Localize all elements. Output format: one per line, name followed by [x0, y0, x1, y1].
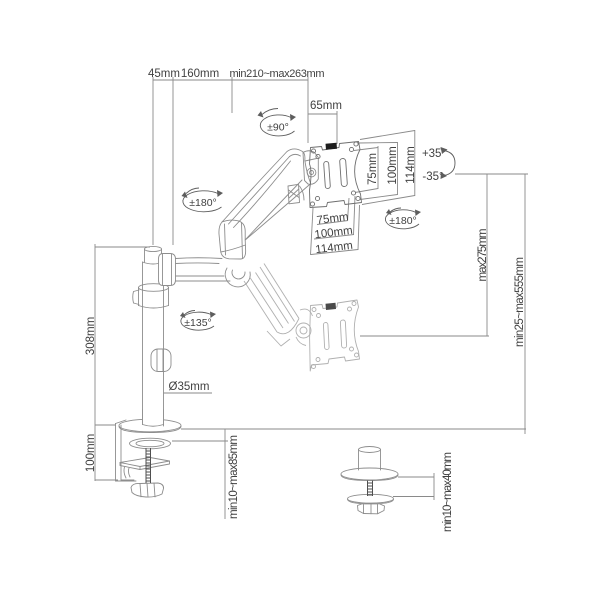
svg-text:min10~max85mm: min10~max85mm — [228, 435, 240, 519]
svg-text:75mm: 75mm — [367, 153, 379, 185]
svg-text:±180°: ±180° — [189, 197, 216, 209]
svg-text:308mm: 308mm — [85, 317, 97, 355]
svg-text:-35°: -35° — [422, 171, 443, 183]
svg-text:65mm: 65mm — [310, 100, 342, 112]
svg-text:max275mm: max275mm — [477, 229, 489, 282]
svg-text:100mm: 100mm — [387, 146, 399, 184]
svg-text:±90°: ±90° — [267, 122, 289, 134]
svg-text:min25~max555mm: min25~max555mm — [514, 257, 526, 347]
svg-text:100mm: 100mm — [314, 225, 354, 242]
svg-text:100mm: 100mm — [85, 434, 97, 472]
svg-text:114mm: 114mm — [315, 240, 354, 256]
svg-text:Ø35mm: Ø35mm — [169, 381, 210, 393]
svg-text:160mm: 160mm — [181, 68, 219, 80]
svg-text:min210~max263mm: min210~max263mm — [230, 68, 325, 80]
svg-text:min10~max40mm: min10~max40mm — [442, 452, 454, 532]
svg-text:±180°: ±180° — [389, 215, 416, 227]
svg-text:114mm: 114mm — [405, 146, 417, 184]
svg-text:+35°: +35° — [422, 148, 446, 160]
svg-text:75mm: 75mm — [316, 211, 349, 227]
svg-text:±135°: ±135° — [184, 317, 211, 329]
svg-text:45mm: 45mm — [148, 68, 180, 80]
